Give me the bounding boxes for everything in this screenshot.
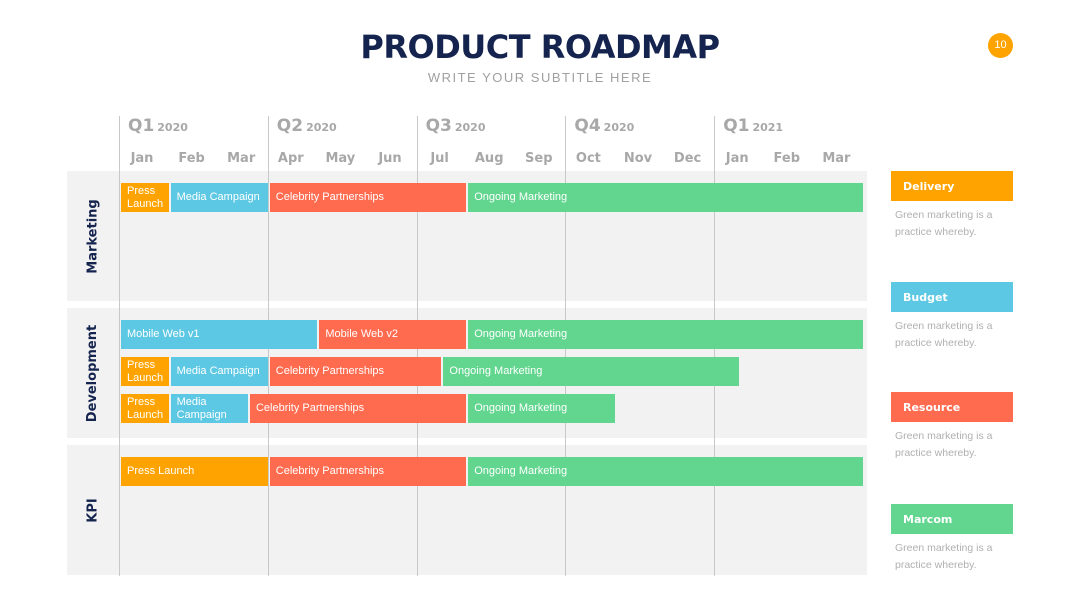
page-subtitle: WRITE YOUR SUBTITLE HERE <box>427 70 653 85</box>
quarter-year: 2020 <box>157 121 188 134</box>
roadmap-bar[interactable]: Press Launch <box>121 394 169 423</box>
quarter-label: Q1 <box>723 116 750 136</box>
month-label: Feb <box>178 151 205 166</box>
roadmap-bar[interactable]: Celebrity Partnerships <box>269 183 467 212</box>
month-label: Aug <box>474 151 504 166</box>
month-label: Nov <box>623 151 653 166</box>
roadmap-bar[interactable]: Media Campaign <box>170 183 268 212</box>
legend-resource-header: Resource <box>891 392 1013 422</box>
month-label: Mar <box>227 151 256 166</box>
legend-marcom-header: Marcom <box>891 504 1013 534</box>
roadmap-bar[interactable]: Celebrity Partnerships <box>269 357 442 386</box>
legend-resource-description: Green marketing is a practice whereby. <box>895 430 993 459</box>
quarter-label: Q1 <box>128 116 155 136</box>
roadmap-bar[interactable]: Media Campaign <box>170 357 268 386</box>
roadmap-bar[interactable]: Ongoing Marketing <box>468 394 615 423</box>
page-number-badge: 10 <box>988 33 1013 58</box>
quarter-label: Q2 <box>276 116 304 136</box>
roadmap-bar[interactable]: Celebrity Partnerships <box>249 394 467 423</box>
roadmap-bar[interactable]: Press Launch <box>121 183 169 212</box>
roadmap-bar[interactable]: Ongoing Marketing <box>468 320 863 349</box>
month-label: Feb <box>773 151 801 166</box>
legend-budget-description: Green marketing is a practice whereby. <box>895 320 993 349</box>
lane-label-text: Marketing <box>85 198 101 274</box>
roadmap-bar[interactable]: Celebrity Partnerships <box>269 457 467 486</box>
month-label: Jul <box>430 151 449 166</box>
month-label: Mar <box>822 151 851 166</box>
lane-label-kpi: KPI <box>67 445 119 575</box>
quarter-year: 2021 <box>752 121 784 134</box>
month-label: Oct <box>575 151 601 166</box>
lane-label-marketing: Marketing <box>67 171 119 301</box>
month-label: Apr <box>277 151 304 166</box>
lane-label-text: Development <box>85 324 101 422</box>
roadmap-bar[interactable]: Mobile Web v1 <box>121 320 318 349</box>
month-label: Jan <box>130 151 154 166</box>
roadmap-bar[interactable]: Ongoing Marketing <box>468 183 863 212</box>
month-label: Dec <box>673 151 702 166</box>
quarter-year: 2020 <box>306 121 337 134</box>
lane-label-text: KPI <box>85 497 101 523</box>
month-label: May <box>325 151 356 166</box>
roadmap-bar[interactable]: Media Campaign <box>170 394 248 423</box>
quarter-year: 2020 <box>454 121 486 134</box>
roadmap-bar[interactable]: Ongoing Marketing <box>468 457 863 486</box>
quarter-label: Q3 <box>425 116 452 136</box>
lane-label-development: Development <box>67 308 119 438</box>
roadmap-bar[interactable]: Press Launch <box>121 457 268 486</box>
legend-delivery-header: Delivery <box>891 171 1013 201</box>
roadmap-bar[interactable]: Mobile Web v2 <box>319 320 467 349</box>
quarter-year: 2020 <box>603 121 635 134</box>
legend-marcom-description: Green marketing is a practice whereby. <box>895 542 993 571</box>
quarter-divider <box>119 116 120 576</box>
quarter-label: Q4 <box>574 116 601 136</box>
month-label: Sep <box>525 151 553 166</box>
month-label: Jun <box>378 151 402 166</box>
legend-budget-header: Budget <box>891 282 1013 312</box>
month-label: Jan <box>725 151 749 166</box>
roadmap-bar[interactable]: Ongoing Marketing <box>443 357 739 386</box>
page-title: PRODUCT ROADMAP <box>360 28 720 66</box>
legend-delivery-description: Green marketing is a practice whereby. <box>895 209 993 238</box>
roadmap-bar[interactable]: Press Launch <box>121 357 169 386</box>
